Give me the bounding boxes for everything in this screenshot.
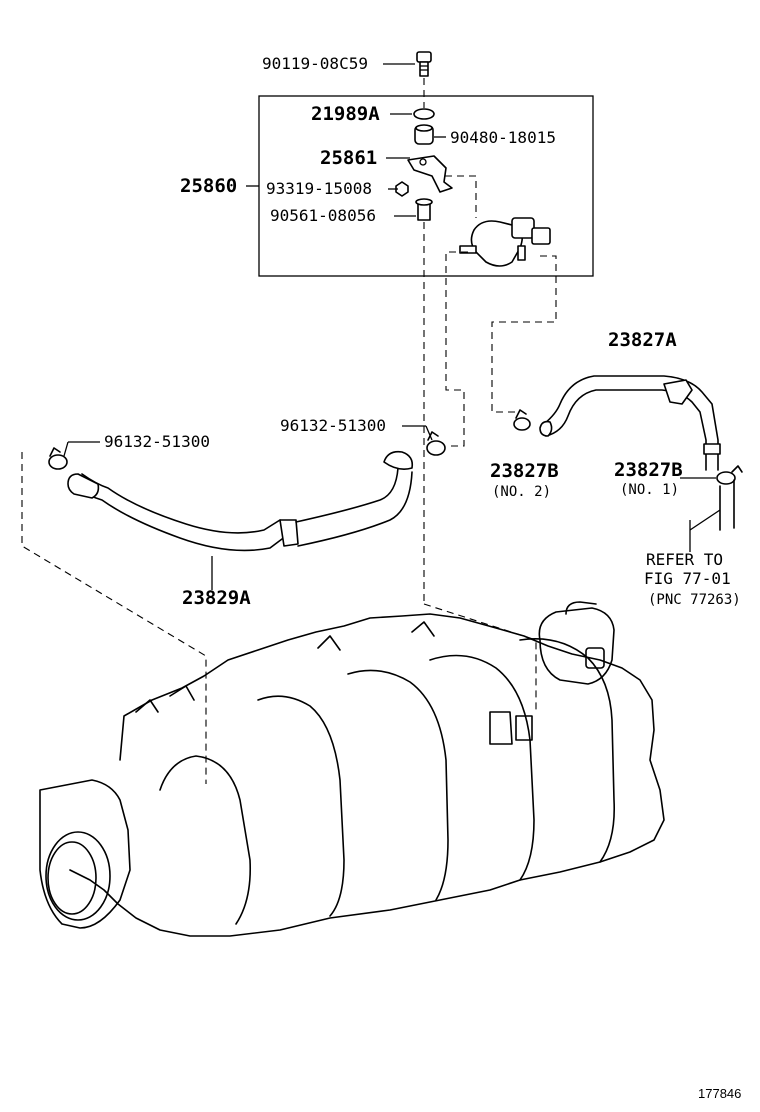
label-grommet: 90480-18015: [450, 128, 556, 147]
figure-number: 177846: [698, 1086, 741, 1101]
label-clamp-left: 96132-51300: [104, 432, 210, 451]
label-bracket: 25861: [320, 147, 377, 169]
nut-part: [395, 181, 409, 197]
hose-clip-part: [663, 379, 693, 405]
clamp-center-part: [426, 431, 446, 456]
grommet-part: [414, 124, 434, 145]
hose-upper-part: [539, 375, 721, 471]
washer-part: [413, 108, 435, 120]
label-collar: 90561-08056: [270, 206, 376, 225]
label-nut: 93319-15008: [266, 179, 372, 198]
label-clamp-center: 96132-51300: [280, 416, 386, 435]
label-washer: 21989A: [311, 103, 380, 125]
label-clamp-no1: 23827B: [614, 459, 683, 481]
bolt-part: [416, 51, 432, 77]
intake-manifold: [39, 601, 665, 937]
refer-line-2: FIG 77-01: [644, 569, 731, 588]
clamp-no2-part: [513, 409, 531, 431]
refer-line-1: REFER TO: [646, 550, 723, 569]
label-bolt: 90119-08C59: [262, 54, 368, 73]
refer-line-3: (PNC 77263): [648, 592, 741, 608]
bracket-part: [407, 155, 453, 193]
hose-lower-part: [67, 450, 414, 552]
label-hose-lower: 23829A: [182, 587, 251, 609]
label-clamp-no1-note: (NO. 1): [620, 482, 679, 498]
clamp-left-part: [48, 447, 68, 470]
collar-part: [415, 198, 433, 221]
label-hose-upper: 23827A: [608, 329, 677, 351]
label-clamp-no2: 23827B: [490, 460, 559, 482]
valve-part: [459, 217, 551, 267]
label-clamp-no2-note: (NO. 2): [492, 484, 551, 500]
clamp-no1-part: [716, 465, 743, 485]
label-assembly: 25860: [180, 175, 237, 197]
